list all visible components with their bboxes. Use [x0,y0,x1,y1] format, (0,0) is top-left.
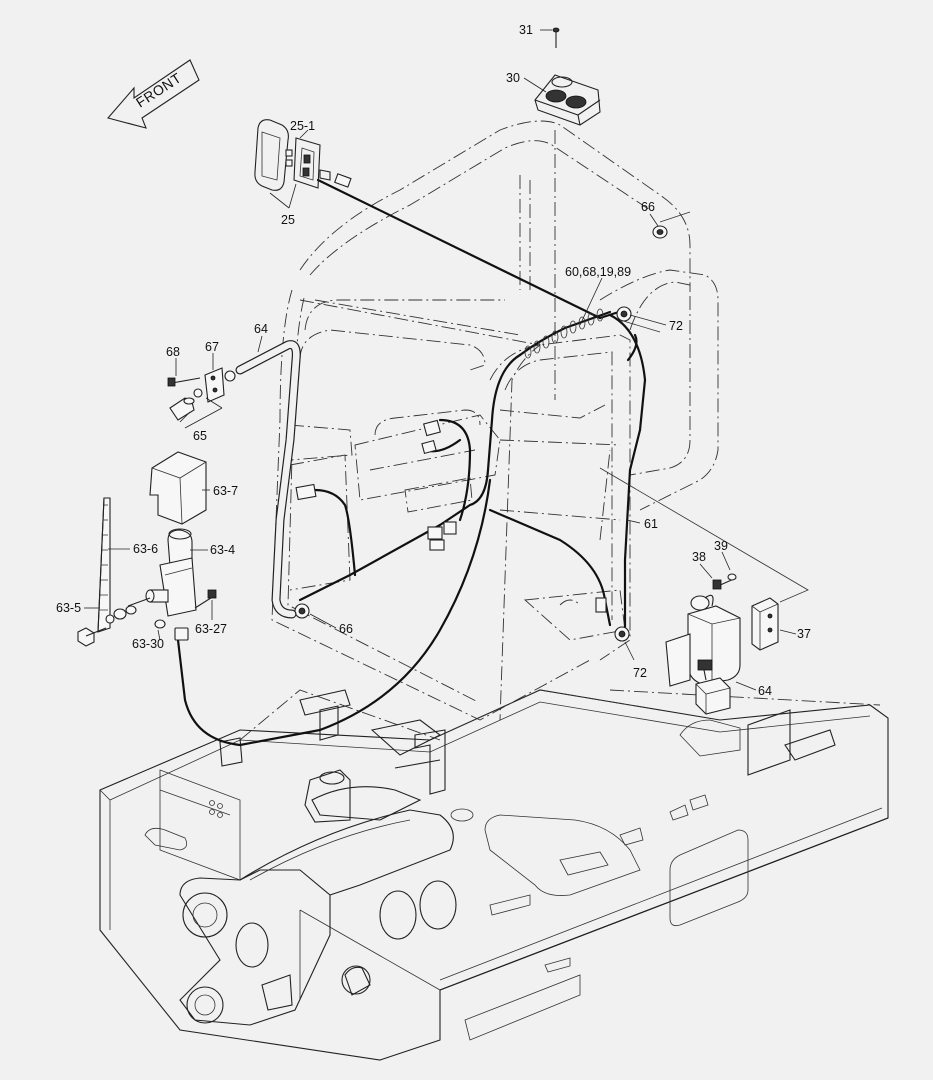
callout-66-bottom: 66 [339,622,353,636]
bracket-67 [193,367,236,403]
callout-60-68-19-89: 60,68,19,89 [565,265,631,279]
callout-63-6: 63-6 [133,542,158,556]
callout-38: 38 [692,550,706,564]
callout-63-5: 63-5 [56,601,81,615]
assembly-phantom-lines [599,211,809,603]
callout-72-bottom: 72 [633,666,647,680]
front-arrow-icon: FRONT [107,59,200,129]
callout-72-top: 72 [669,319,683,333]
cup-holder [534,74,601,126]
callout-64-hose: 64 [254,322,268,336]
wiper-motor-cover [149,451,207,525]
bolt-68 [167,377,201,387]
callout-25-1: 25-1 [290,119,315,133]
callout-67: 67 [205,340,219,354]
grommet-66-bottom [294,603,310,619]
tank-bracket-37 [751,597,779,651]
wiper-blade [97,497,111,633]
motor-connector [174,627,189,641]
leader-lines [84,29,797,691]
cab-outline [271,120,719,721]
callout-25: 25 [281,213,295,227]
callout-labels: 31 30 25-1 25 66 60,68,19,89 72 64 68 67… [56,23,811,698]
dome-light [254,119,352,191]
tank-mount-plate [665,633,731,715]
callout-64-tank: 64 [758,684,772,698]
washer-nozzle-65 [169,397,195,421]
callout-63-7: 63-7 [213,484,238,498]
grommet-72-bottom [614,626,630,642]
bolt-38-39 [712,573,737,590]
callout-31: 31 [519,23,533,37]
callout-66-top: 66 [641,200,655,214]
grommet-72-top [616,306,632,322]
callout-61: 61 [644,517,658,531]
corrugated-harness-coil [524,308,604,359]
callout-37: 37 [797,627,811,641]
callout-30: 30 [506,71,520,85]
grommet-66-top [652,225,668,239]
screw-31 [552,27,560,48]
washer-63-30 [154,619,166,629]
callout-65: 65 [193,429,207,443]
washer-hose [235,340,301,619]
callout-63-27: 63-27 [195,622,227,636]
washer-tank [687,594,741,685]
wiring-harness [176,178,647,747]
front-label: FRONT [133,69,184,110]
callout-63-30: 63-30 [132,637,164,651]
wiper-motor [127,528,197,617]
wiper-arm-nuts [77,605,137,647]
callout-39: 39 [714,539,728,553]
callout-63-4: 63-4 [210,543,235,557]
harness-connectors [295,419,607,613]
bolt-63-27 [194,589,217,609]
callout-68: 68 [166,345,180,359]
base-frame [99,689,889,1061]
